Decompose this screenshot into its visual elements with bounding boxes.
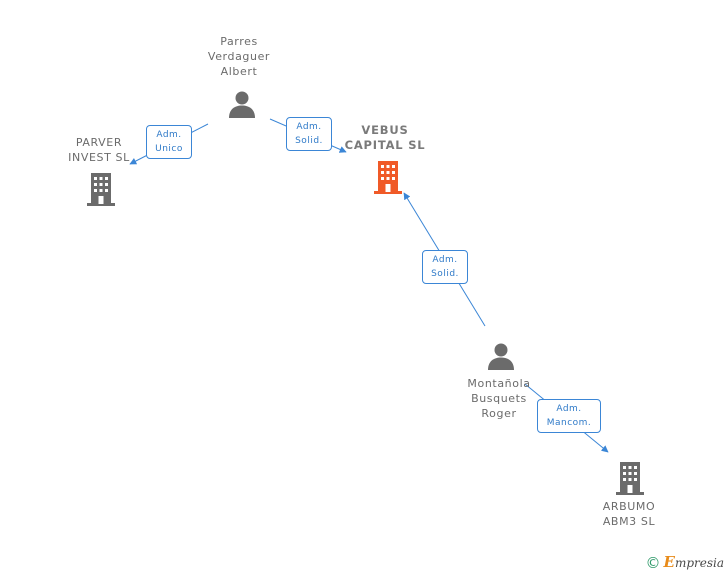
edge-label-line1: Adm.: [556, 404, 582, 414]
edge-label-line2: Solid.: [431, 269, 459, 279]
person-label-parres: Parres Verdaguer Albert: [207, 35, 271, 78]
edge-label-line2: Mancom.: [546, 418, 592, 428]
edge-label-parres-parver[interactable]: Adm. Unico: [146, 125, 192, 159]
person-icon[interactable]: [227, 89, 257, 119]
building-icon[interactable]: [614, 460, 646, 496]
edge-label-line1: Adm.: [432, 255, 458, 265]
brand-logo: Empresia: [663, 553, 725, 571]
edge-label-line1: Adm.: [156, 130, 182, 140]
edge-label-montanola-arbumo[interactable]: Adm. Mancom.: [537, 399, 601, 433]
edge-label-line2: Unico: [155, 144, 183, 154]
building-icon[interactable]: [85, 171, 117, 207]
building-icon-highlight[interactable]: [372, 159, 404, 195]
person-icon[interactable]: [486, 341, 516, 371]
company-label-arbumo: ARBUMO ABM3 SL: [602, 500, 656, 528]
person-label-montanola: Montañola Busquets Roger: [467, 377, 531, 420]
company-label-vebus: VEBUS CAPITAL SL: [344, 123, 426, 152]
copyright-icon: ©: [645, 554, 661, 572]
company-label-parver: PARVER INVEST SL: [68, 136, 130, 164]
edge-label-line1: Adm.: [296, 122, 322, 132]
edge-label-parres-vebus[interactable]: Adm. Solid.: [286, 117, 332, 151]
edge-label-line2: Solid.: [295, 136, 323, 146]
footer-brand: ©Empresia: [646, 553, 725, 572]
edge-label-montanola-vebus[interactable]: Adm. Solid.: [422, 250, 468, 284]
